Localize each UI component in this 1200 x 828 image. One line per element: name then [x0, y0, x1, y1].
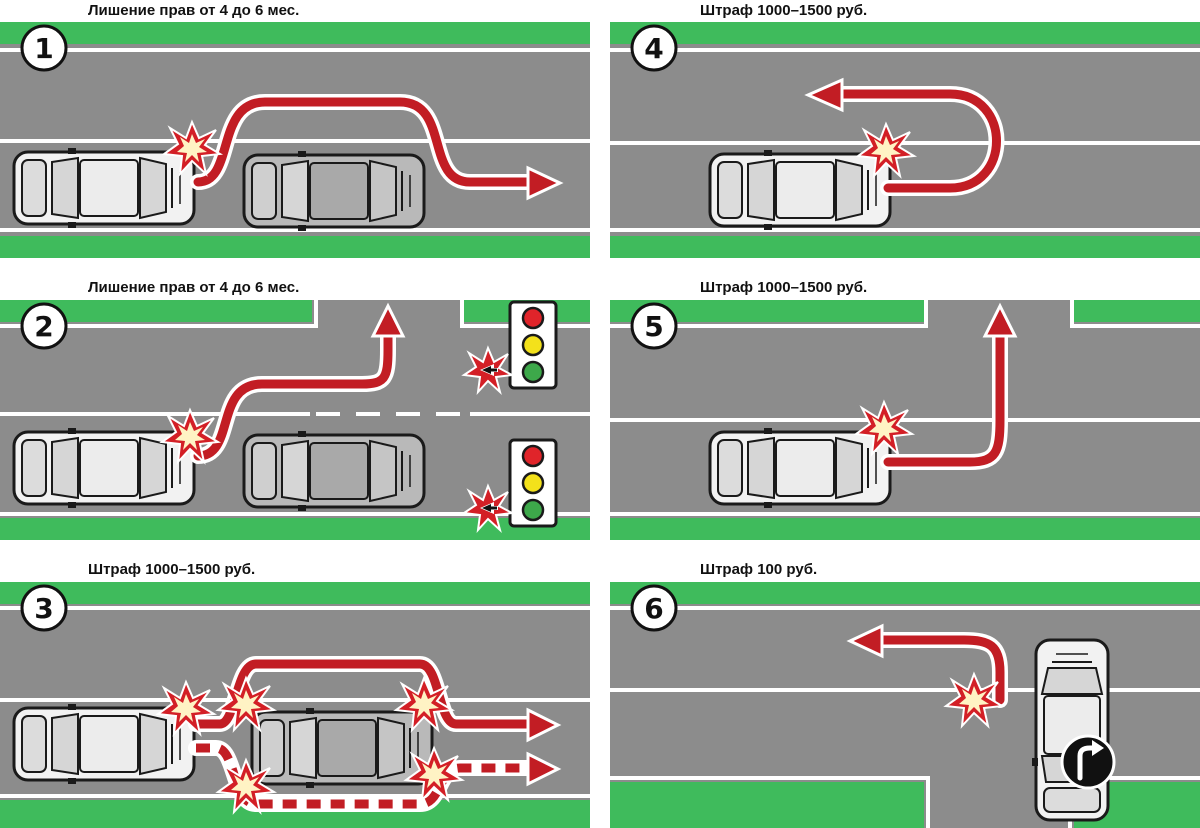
panel-3-number-badge — [20, 584, 68, 632]
panel-5-number: 5 — [644, 310, 663, 343]
overtake-path-left — [191, 659, 533, 729]
path-arrowhead — [526, 707, 562, 743]
panel-1-caption: Лишение прав от 4 до 6 мес. — [88, 2, 299, 19]
path-arrowhead — [526, 751, 562, 787]
path-arrowhead — [846, 623, 884, 659]
maneuver-path — [193, 97, 535, 187]
panel-1-grass-top — [0, 22, 590, 44]
panel-6-caption: Штраф 100 руб. — [700, 561, 817, 578]
panel-3-caption: Штраф 1000–1500 руб. — [88, 561, 255, 578]
car-white — [12, 146, 196, 230]
panel-4-number: 4 — [644, 32, 663, 65]
left-turn-path — [193, 329, 393, 461]
car-gray — [242, 149, 426, 233]
left-turn-path — [883, 329, 1005, 467]
panel-1-number: 1 — [34, 32, 53, 65]
panel-2-number: 2 — [34, 310, 53, 343]
panel-2-number-badge — [20, 302, 68, 350]
panel-4: Штраф 1000–1500 руб. 4 — [610, 2, 1200, 258]
panel-1-grass-bottom — [0, 236, 590, 258]
car-white — [708, 426, 892, 510]
panel-2-caption: Лишение прав от 4 до 6 мес. — [88, 279, 299, 296]
traffic-light-icon — [508, 438, 558, 528]
panel-5: Штраф 1000–1500 руб. 5 — [610, 279, 1200, 540]
car-gray — [242, 429, 426, 513]
car-white — [1030, 638, 1114, 822]
panel-5-caption: Штраф 1000–1500 руб. — [700, 279, 867, 296]
path-arrowhead — [982, 302, 1018, 338]
left-turn-path — [875, 635, 1005, 705]
panel-3-number: 3 — [34, 592, 53, 625]
path-arrowhead — [526, 165, 564, 201]
right-turn-sign-icon — [1060, 734, 1116, 790]
traffic-light-icon — [508, 300, 558, 390]
panel-1-number-badge — [20, 24, 68, 72]
panel-5-number-badge — [630, 302, 678, 350]
path-arrowhead — [804, 77, 844, 113]
path-arrowhead — [370, 302, 406, 338]
panel-6-number-badge — [630, 584, 678, 632]
panel-3: Штраф 1000–1500 руб. 3 — [0, 561, 590, 828]
car-gray — [250, 706, 434, 790]
panel-6: Штраф 100 руб. 6 — [610, 561, 1200, 828]
u-turn-path — [835, 89, 1001, 193]
panel-1: Лишение прав от 4 до 6 мес. 1 — [0, 2, 590, 258]
panel-2: Лишение прав от 4 до 6 мес. 2 — [0, 279, 590, 540]
panel-4-number-badge — [630, 24, 678, 72]
car-white — [708, 148, 892, 232]
panel-4-caption: Штраф 1000–1500 руб. — [700, 2, 867, 19]
panel-6-number: 6 — [644, 592, 663, 625]
